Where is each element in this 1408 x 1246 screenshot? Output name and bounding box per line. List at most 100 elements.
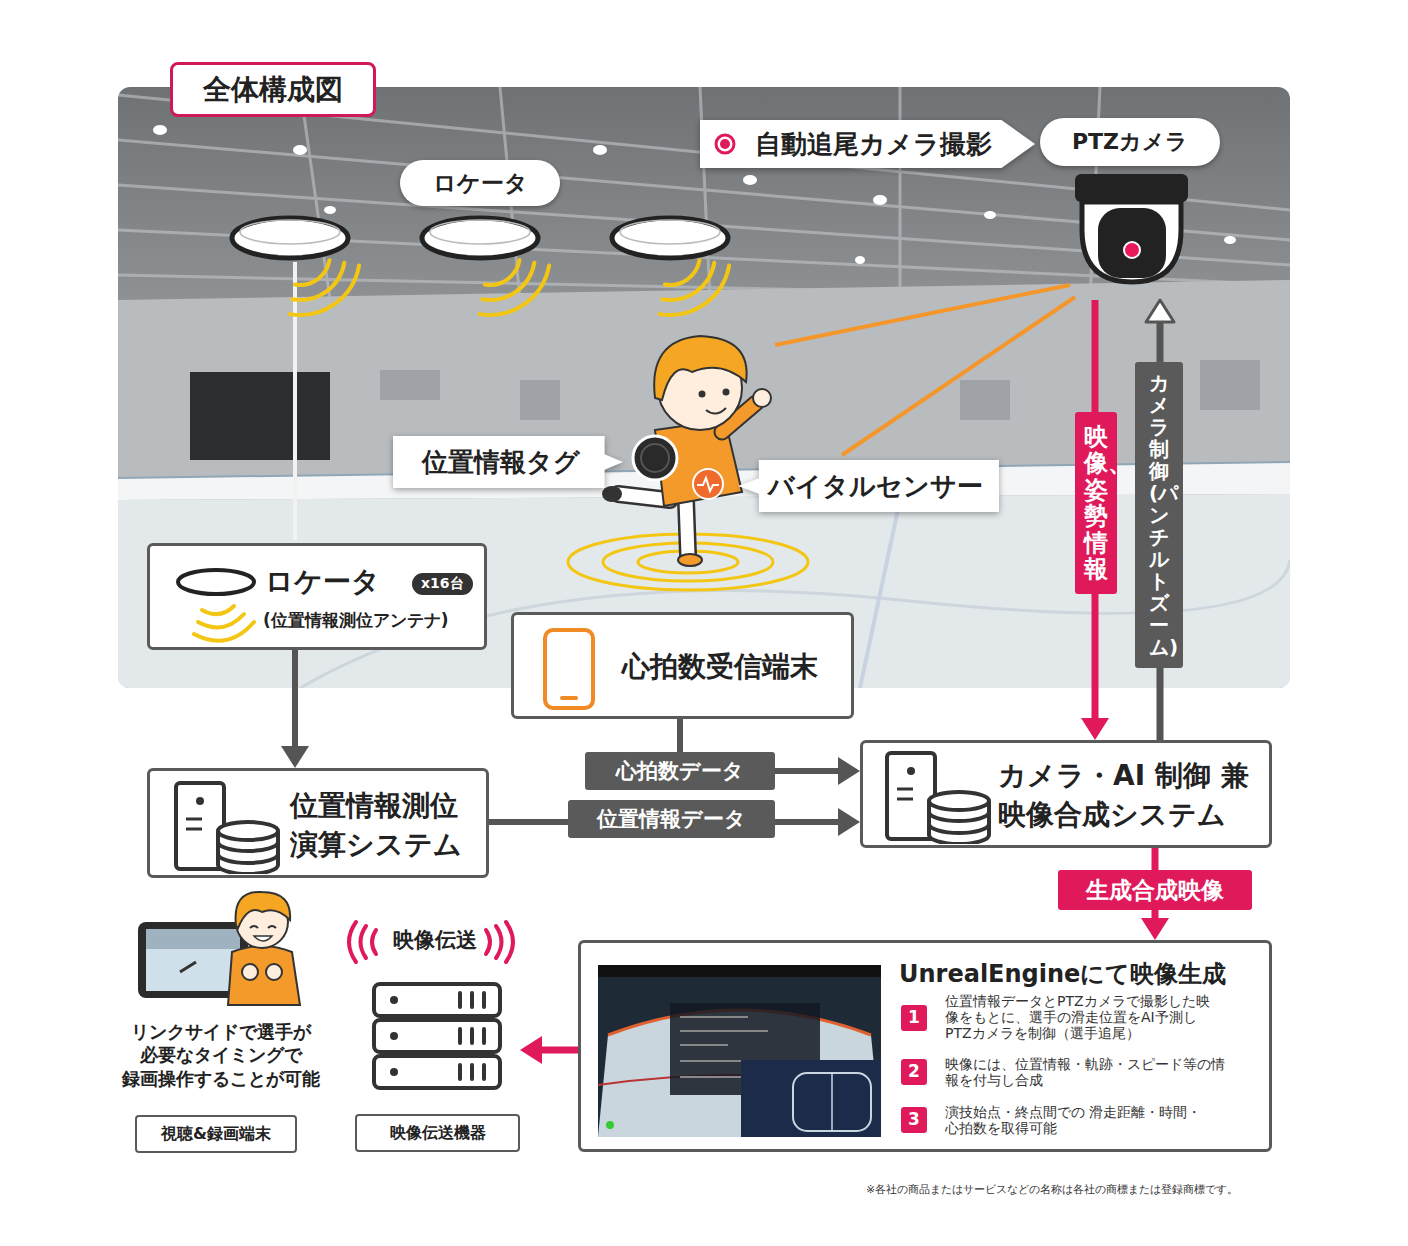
skater-illustration-part	[697, 478, 719, 491]
rink-photo-part-part	[899, 87, 902, 300]
skater-illustration-part	[723, 389, 730, 396]
ptz-camera-icon-part	[1124, 242, 1140, 258]
skater-illustration-part	[602, 486, 622, 502]
node-text: 自動追尾カメラ撮影	[755, 128, 992, 161]
viewer-illustration-part	[254, 936, 272, 941]
callout-shape-fill	[393, 436, 623, 488]
phone-icon-part	[562, 696, 576, 700]
video-screenshot-part	[598, 965, 881, 1137]
locators-part	[430, 220, 530, 244]
text-slot: UnrealEngineにて映像生成	[899, 959, 1226, 989]
video-screenshot-part	[606, 1121, 614, 1129]
text-slot: PTZカメラ	[1040, 118, 1220, 166]
server-icon-part	[218, 842, 278, 851]
camera-sight-lines-part	[775, 285, 1070, 345]
rink-photo-part-part	[873, 195, 887, 205]
viewer-illustration-part	[146, 929, 240, 991]
rink-photo-part-part	[593, 145, 607, 155]
node-text: ロケータ	[433, 169, 528, 198]
skater-illustration-part	[693, 469, 723, 499]
transmitter: 映像伝送機器	[355, 980, 520, 1152]
arrowhead	[1081, 718, 1109, 740]
skater-illustration-part	[654, 336, 746, 400]
edge-label-box: 映像、姿勢情報	[1075, 412, 1117, 594]
node-text: (位置情報測位アンテナ)	[263, 610, 449, 631]
server-icon-part	[929, 792, 989, 810]
node-text: 演技始点・終点間での 滑走距離・時間・心拍数を取得可能	[945, 1104, 1263, 1136]
camera-sight-lines-part	[842, 297, 1075, 455]
transmission-waves	[349, 922, 513, 962]
server-icon-part	[929, 824, 989, 833]
locators-part	[232, 218, 348, 258]
server-icon-part	[218, 822, 278, 840]
rink-photo-part-part	[743, 175, 757, 185]
viewer-illustration-part	[268, 926, 276, 928]
server-icon-part	[186, 818, 202, 821]
locator-icon-part-part	[194, 622, 254, 641]
skater-illustration-part	[633, 436, 677, 480]
rink-photo-part	[118, 87, 1290, 688]
edge-label: 生成合成映像	[1086, 876, 1224, 905]
server-rack-icon-part-part	[470, 1029, 474, 1043]
connector	[292, 650, 298, 748]
callout-label: バイタルセンサー	[738, 460, 999, 512]
label-slot: 映像伝送	[393, 927, 477, 953]
locators	[232, 218, 729, 315]
locators-part	[620, 220, 720, 244]
camera-sight-lines	[775, 285, 1075, 455]
text-slot: 演技始点・終点間での 滑走距離・時間・心拍数を取得可能	[945, 1104, 1263, 1136]
phone-icon	[542, 627, 596, 711]
system-box: 位置情報測位 演算システム	[147, 768, 489, 878]
record-dot-core	[720, 139, 730, 149]
node-text: 映像には、位置情報・軌跡・スピード等の情 報を付与し合成	[945, 1056, 1263, 1088]
arrowhead	[838, 808, 860, 836]
arrowhead	[838, 757, 860, 785]
server-icon-part	[907, 767, 915, 775]
server-rack-icon-part-part	[470, 993, 474, 1007]
ptz-camera-icon-part	[1075, 174, 1188, 202]
locator-icon-part	[178, 570, 254, 594]
arrowhead	[520, 1036, 542, 1064]
title-box: 全体構成図	[170, 62, 376, 117]
locators-part	[480, 260, 549, 315]
node-text: x16台	[412, 573, 473, 595]
server-rack-icon-part-part	[374, 984, 500, 1016]
node-text: ロケータ	[265, 564, 380, 599]
text-slot: カメラ・AI 制御 兼 映像合成システム	[998, 756, 1260, 834]
viewer-illustration-part	[242, 964, 258, 980]
label-slot: リンクサイドで選手が 必要なタイミングで 録画操作することが可能	[98, 1020, 343, 1090]
server-rack-icon-part-part	[374, 1020, 500, 1052]
rink-photo-part-part	[380, 370, 440, 400]
locators-part	[422, 218, 538, 258]
server-rack-icon-part-part	[482, 1065, 486, 1079]
callout-shape-fill	[738, 460, 999, 512]
server-rack-icon-part-part	[390, 1032, 398, 1040]
arrowhead	[1146, 300, 1174, 322]
text-slot: (位置情報測位アンテナ)	[263, 610, 449, 631]
edge-label-box: 位置情報データ	[568, 800, 775, 838]
server-icon-part	[218, 854, 278, 863]
server-rack-icon-part-part	[458, 1065, 462, 1079]
device-label-box: 視聴&録画端末	[135, 1115, 297, 1153]
server-icon-part	[196, 797, 204, 805]
rink-photo-part-part	[153, 125, 167, 135]
label-pill: ロケータ	[400, 160, 560, 206]
locator-icon	[168, 560, 268, 655]
server-icon	[172, 779, 282, 874]
output-box: UnrealEngineにて映像生成1位置情報データとPTZカメラで撮影した映 …	[578, 940, 1272, 1152]
edge-label-box: カメラ制御(パンチルトズーム)	[1135, 362, 1183, 668]
edge-label: カメラ制御(パンチルトズーム)	[1149, 372, 1169, 658]
transmission-waves-part	[486, 930, 490, 954]
rink-photo-part-part	[520, 380, 560, 420]
ptz-camera: PTZカメラ	[1040, 118, 1220, 290]
annotation: 映像伝送	[393, 927, 477, 953]
locators-part	[612, 218, 728, 258]
transmission-waves-part	[372, 930, 376, 954]
text-slot: 映像には、位置情報・軌跡・スピード等の情 報を付与し合成	[945, 1056, 1263, 1088]
skater-illustration-part	[686, 500, 688, 555]
server-rack-icon-part-part	[458, 1029, 462, 1043]
server-rack-icon-part-part	[458, 993, 462, 1007]
viewer-illustration-part	[180, 962, 196, 972]
video-screenshot-part	[741, 1060, 881, 1137]
